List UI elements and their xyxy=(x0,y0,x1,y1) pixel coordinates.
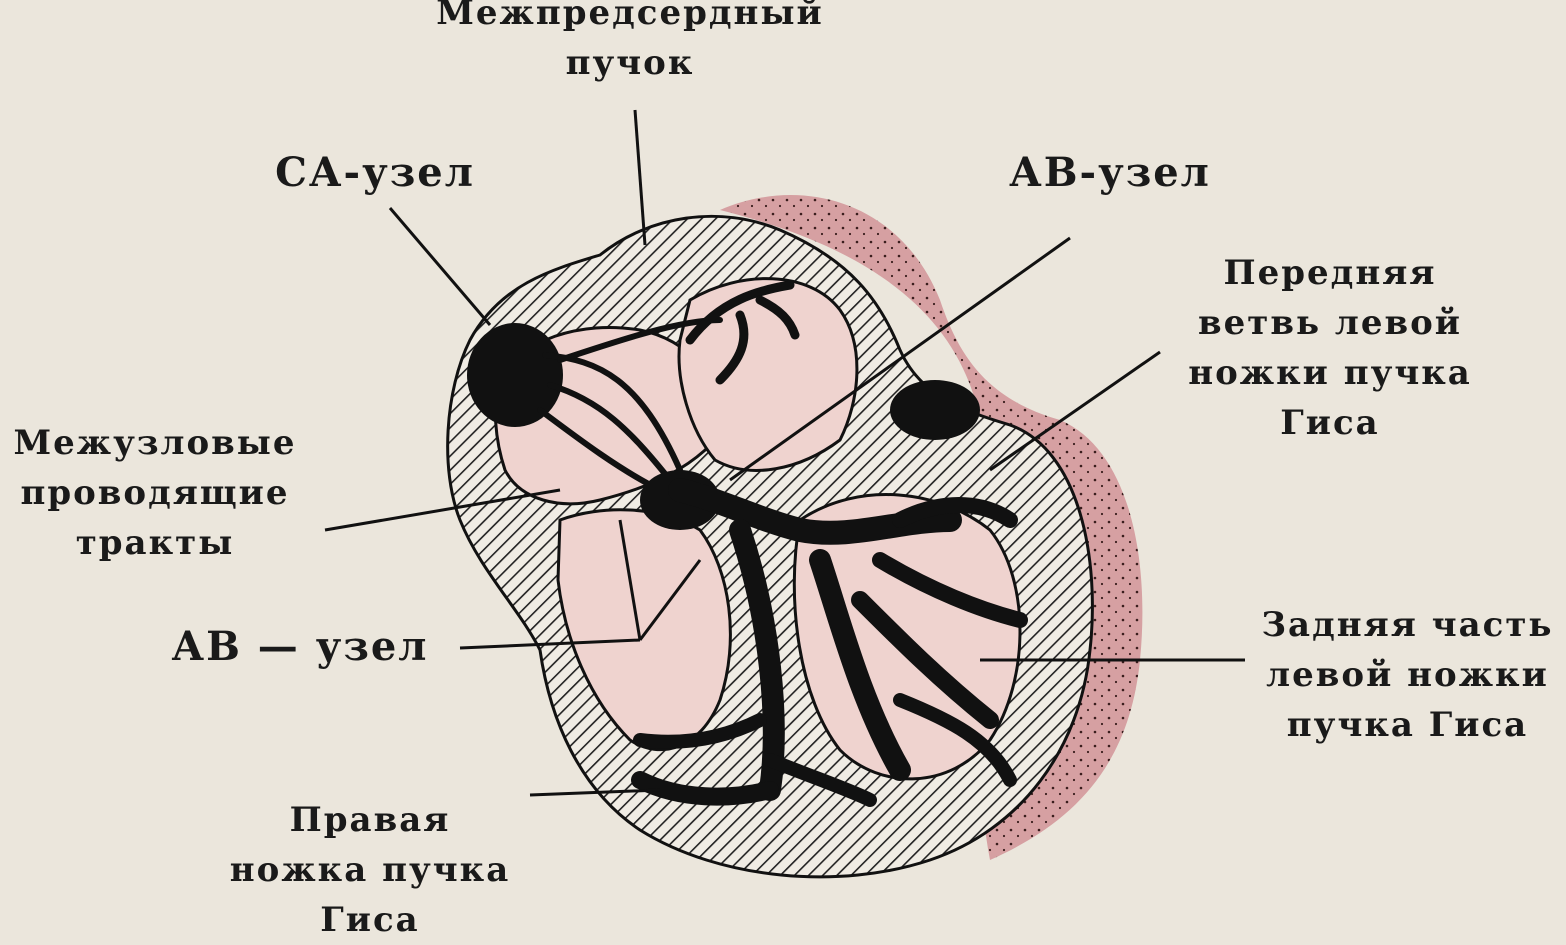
label-av-node-left: АВ — узел xyxy=(150,622,450,672)
label-right-branch: Правая ножка пучка Гиса xyxy=(210,795,530,945)
label-internodal-tracts: Межузловые проводящие тракты xyxy=(5,418,305,568)
sa-node-mark xyxy=(467,323,563,427)
label-anterior-branch: Передняя ветвь левой ножки пучка Гиса xyxy=(1160,248,1500,448)
label-posterior-part: Задняя часть левой ножки пучка Гиса xyxy=(1255,600,1560,750)
dark-spot-mark xyxy=(890,380,980,440)
label-av-node-top: АВ-узел xyxy=(990,148,1230,198)
label-interatrial-bundle: Межпредсердный пучок xyxy=(410,0,850,88)
label-sa-node: СА-узел xyxy=(250,148,500,198)
